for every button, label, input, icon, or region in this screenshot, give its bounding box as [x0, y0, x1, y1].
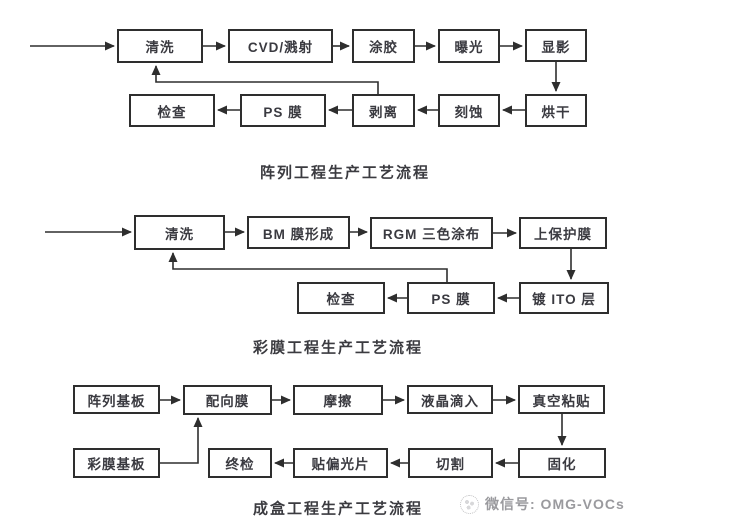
cell-process-title: 成盒工程生产工艺流程	[252, 500, 424, 518]
flow-node-peixiangmo: 配向膜	[183, 385, 272, 415]
flow-node-honggan: 烘干	[525, 94, 587, 127]
flow-node-tujiao: 涂胶	[352, 29, 415, 63]
flow-arrow-caimo-elbow-to-peixiang	[160, 417, 203, 464]
flow-node-zhenkong: 真空粘贴	[518, 385, 605, 414]
flow-node-ps-mo: PS 膜	[240, 94, 326, 127]
flow-node-ps-mo2: PS 膜	[407, 282, 495, 314]
flow-arrow-psmo2-feedback-to-qingxi2	[168, 252, 448, 282]
flow-node-caimo-jiban: 彩膜基板	[73, 448, 160, 478]
flow-node-boli: 剥离	[352, 94, 415, 127]
flow-node-zhenlie-jiban: 阵列基板	[73, 385, 160, 414]
flow-node-zhongjian: 终检	[208, 448, 272, 478]
color-film-process-title: 彩膜工程生产工艺流程	[252, 339, 424, 357]
watermark-text: 微信号: OMG-VOCs	[485, 496, 625, 512]
flow-node-qingxi: 清洗	[117, 29, 203, 63]
flow-arrow-boli-feedback-to-qingxi	[151, 65, 379, 94]
flow-node-xianying: 显影	[525, 29, 587, 62]
flow-node-tie-pianguang: 贴偏光片	[293, 448, 388, 478]
flow-node-yejing-diru: 液晶滴入	[407, 385, 493, 414]
flow-node-jiancha: 检查	[129, 94, 215, 127]
flow-node-du-ito: 镀 ITO 层	[519, 282, 609, 314]
wechat-logo-icon	[460, 494, 479, 514]
flow-node-baohumo: 上保护膜	[519, 217, 607, 249]
flow-node-bm-mo: BM 膜形成	[247, 216, 350, 249]
flow-node-moca: 摩擦	[293, 385, 383, 415]
array-process-title: 阵列工程生产工艺流程	[259, 164, 431, 182]
flow-node-rgm: RGM 三色涂布	[370, 217, 493, 249]
flow-node-baoguang: 曝光	[438, 29, 500, 63]
flow-node-qiege: 切割	[408, 448, 493, 478]
flow-node-keshi: 刻蚀	[438, 94, 500, 127]
watermark: 微信号: OMG-VOCs	[460, 494, 625, 514]
flow-node-cvd: CVD/溅射	[228, 29, 333, 63]
flow-node-jiancha2: 检查	[297, 282, 385, 314]
flow-node-guhua: 固化	[518, 448, 606, 478]
flow-node-qingxi2: 清洗	[134, 215, 225, 250]
